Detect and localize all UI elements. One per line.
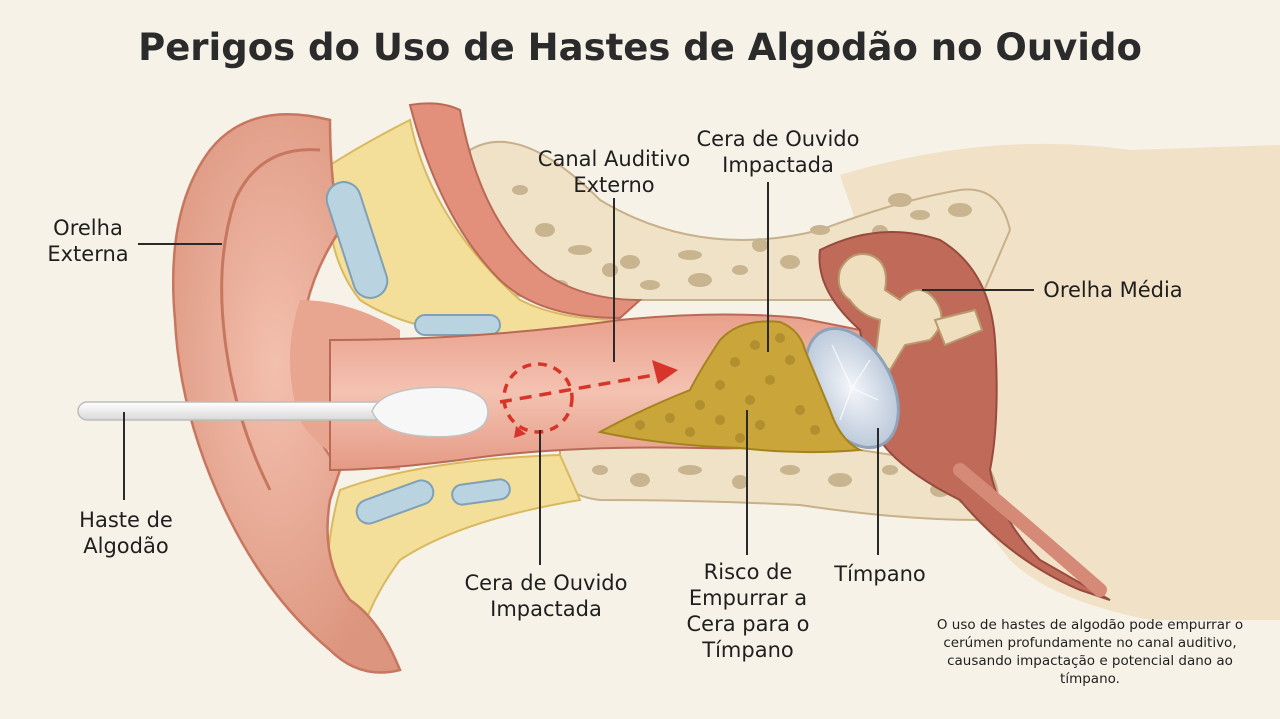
bone-pore — [640, 280, 660, 290]
wax-granule — [695, 400, 705, 410]
bone-pore — [752, 238, 768, 252]
label-eardrum: Tímpano — [834, 562, 926, 586]
wax-granule — [635, 420, 645, 430]
bone-pore — [810, 225, 830, 235]
bone-pore — [592, 465, 608, 475]
cartilage-4 — [451, 478, 511, 506]
eardrum-highlights — [831, 344, 879, 421]
impacted-wax — [597, 320, 864, 454]
label-push-risk: Risco de Empurrar a Cera para o Tímpano — [686, 560, 810, 662]
bone-pore — [512, 185, 528, 195]
bone-pore — [568, 245, 592, 255]
page-title: Perigos do Uso de Hastes de Algodão no O… — [138, 26, 1142, 69]
push-arrow-head — [652, 360, 678, 384]
bone-pore — [732, 475, 748, 489]
bone-pore — [780, 255, 800, 269]
bone-pore — [688, 273, 712, 287]
cartilage-3 — [355, 479, 435, 525]
label-outer-ear: Orelha Externa — [47, 216, 129, 266]
cartilage-2 — [414, 314, 501, 336]
cartilage-1 — [325, 181, 389, 299]
wax-granule — [715, 380, 725, 390]
wax-granule — [785, 355, 795, 365]
wax-granule — [715, 415, 725, 425]
leader-lines — [123, 182, 1034, 565]
stapes — [933, 308, 984, 347]
label-middle-ear: Orelha Média — [1043, 278, 1183, 302]
wax-granule — [730, 357, 740, 367]
wax-texture — [635, 333, 820, 443]
wax-granule — [775, 333, 785, 343]
bone-pore — [620, 255, 640, 269]
label-impacted-wax-top: Cera de Ouvido Impactada — [696, 127, 860, 177]
wax-granule — [665, 413, 675, 423]
wax-granule — [765, 375, 775, 385]
swab-stick — [77, 401, 399, 421]
bone-pore — [828, 473, 852, 487]
motion-arrow-small — [514, 426, 526, 438]
wax-granule — [685, 427, 695, 437]
bone-pore — [602, 263, 618, 277]
caption-note: O uso de hastes de algodão pode empurrar… — [936, 617, 1244, 687]
bone-pore — [535, 223, 555, 237]
bone-pore — [882, 465, 898, 475]
eustachian-tube — [953, 463, 1107, 597]
wax-granule — [755, 420, 765, 430]
outer-ear-fold — [220, 148, 321, 491]
bone-pore — [910, 210, 930, 220]
bone-pore — [630, 473, 650, 487]
wax-granule — [745, 395, 755, 405]
label-ear-canal: Canal Auditivo Externo — [537, 147, 691, 197]
wax-granule — [795, 405, 805, 415]
bone-pore — [678, 250, 702, 260]
wax-granule — [810, 425, 820, 435]
fat-layer-upper — [327, 118, 621, 342]
bone-pore — [888, 193, 912, 207]
bone-pore — [678, 465, 702, 475]
label-impacted-wax-bottom: Cera de Ouvido Impactada — [464, 571, 628, 621]
wax-granule — [735, 433, 745, 443]
push-motion-circle — [502, 362, 574, 434]
push-direction-arrow — [499, 372, 661, 404]
bone-pore — [948, 203, 972, 217]
ossicles — [837, 253, 943, 372]
bone-pore — [780, 465, 800, 475]
wax-granule — [750, 340, 760, 350]
label-cotton-swab: Haste de Algodão — [79, 508, 173, 558]
bone-pore — [732, 265, 748, 275]
swab-cotton-tip — [371, 386, 489, 438]
